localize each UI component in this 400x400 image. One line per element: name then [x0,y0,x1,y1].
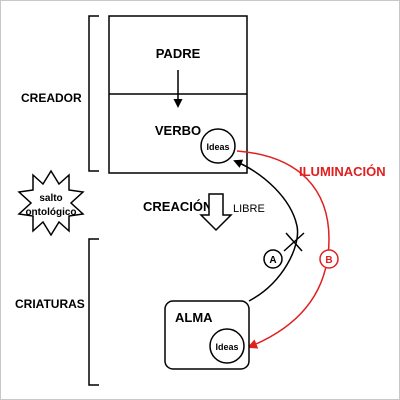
path-b-label: B [325,255,332,266]
verbo-ideas-label: Ideas [206,142,229,152]
alma-ideas-label: Ideas [215,342,238,352]
path-a-label: A [269,255,276,266]
creador-label: CREADOR [21,91,82,105]
padre-label: PADRE [156,46,201,61]
verbo-ideas-circle [200,128,236,164]
libre-label: LIBRE [233,203,265,215]
alma-ideas-circle [209,328,245,364]
path-b-marker [319,249,339,269]
path-a-curve [233,159,299,302]
creacion-label: CREACIÓN [143,199,212,214]
creacion-arrow [199,193,233,232]
criaturas-bracket [88,238,99,386]
alma-label: ALMA [175,310,213,325]
path-a-marker [263,249,283,269]
salto-label-line2: ontológico [25,207,76,218]
criaturas-label: CRIATURAS [15,297,85,311]
path-a-block-mark-2 [285,232,303,252]
path-b-illumination-curve [236,150,330,349]
verbo-label: VERBO [155,123,201,138]
iluminacion-label: ILUMINACIÓN [299,164,386,179]
creador-bracket [88,15,99,172]
salto-label-line1: salto [39,193,62,204]
salto-ontologico-star [17,169,85,237]
